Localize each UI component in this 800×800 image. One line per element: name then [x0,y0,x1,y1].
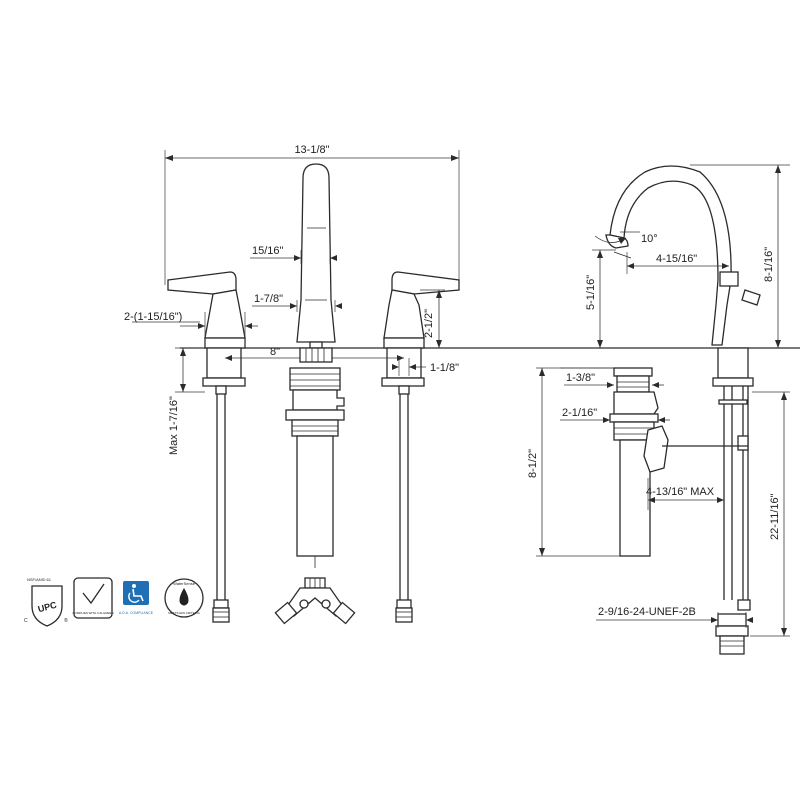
certification-badges: NSF/ANSI 61 UPC C ® COMPLIES WITH CALGRE… [24,577,204,627]
below-deck-label: 22-11/16" [769,493,781,540]
shank-diameter-label: 1-1/8" [430,362,459,374]
spout-reach-dimension: 4-15/16" [626,252,729,274]
handle-height-dimension: 2-1/2" [420,289,445,348]
handle-spread-dimension: 2-(1-15/16") [124,311,258,345]
drain-assembly [609,367,748,557]
left-handle [167,271,246,395]
spout-angle-label: 10° [641,233,658,245]
upc-r-mark: ® [64,617,68,624]
right-supply-line [395,394,413,623]
handle-height-label: 2-1/2" [423,309,435,338]
overall-width-dimension: 13-1/8" [164,144,460,290]
side-view: 8-1/16" 5-1/16" 10° 4-15/16" [527,164,790,655]
drain-flange-label: 1-3/8" [566,372,595,384]
drain-body-label: 2-1/16" [562,407,597,419]
calgreen-badge: COMPLIES WITH CALGREEN [72,577,114,619]
watersense-caption: MEETS EPA CRITERIA [168,611,200,615]
ada-caption: A.D.A. COMPLIANCE [119,611,154,615]
ada-badge: A.D.A. COMPLIANCE [119,581,154,615]
gooseneck-spout [605,165,761,387]
shank-diameter-dimension: 1-1/8" [392,358,459,376]
drain-max-label: 4-13/16" MAX [646,486,715,498]
thread-spec-dimension: 2-9/16-24-UNEF-2B [596,606,753,628]
max-thickness-dimension: Max 1-7/16" [168,347,205,455]
front-view: 13-1/8" 15/16" 1-7/8" [124,144,800,625]
left-supply-line [212,394,230,623]
thread-spec-label: 2-9/16-24-UNEF-2B [598,606,696,618]
center-spread-label: 8" [270,346,280,358]
overall-height-label: 8-1/16" [763,247,775,282]
side-shank [715,386,751,655]
overall-width-label: 13-1/8" [294,144,329,156]
spout-height-dimension: 5-1/16" [585,249,616,348]
upc-badge: NSF/ANSI 61 UPC C ® [24,577,68,627]
spout-reach-label: 4-15/16" [656,253,697,265]
upc-c-mark: C [24,618,28,624]
center-valve-body [285,347,345,568]
drain-flange-dimension: 1-3/8" [560,367,664,388]
watersense-badge: WaterSense MEETS EPA CRITERIA [164,578,204,618]
spout-angle-dimension: 10° [594,231,658,245]
below-deck-dimension: 22-11/16" [750,391,790,637]
tee-connector [274,577,356,625]
spout [296,163,336,349]
drain-length-dimension: 8-1/2" [527,367,620,557]
drain-max-dimension: 4-13/16" MAX [646,478,724,510]
overall-height-dimension: 8-1/16" [690,164,790,348]
spout-base-label: 1-7/8" [254,293,283,305]
handle-spread-label: 2-(1-15/16") [124,311,182,323]
drain-length-label: 8-1/2" [527,449,539,478]
max-thickness-label: Max 1-7/16" [168,396,180,455]
drain-body-dimension: 2-1/16" [560,407,670,423]
spout-base-dimension: 1-7/8" [252,293,342,312]
nsf-label: NSF/ANSI 61 [27,577,52,582]
spout-diameter-dimension: 15/16" [250,245,337,264]
upc-letters: UPC [37,600,58,615]
spout-diameter-label: 15/16" [252,245,284,257]
watersense-label: WaterSense [173,581,196,586]
right-handle [381,271,460,395]
calgreen-caption: COMPLIES WITH CALGREEN [72,611,113,615]
spout-height-label: 5-1/16" [585,275,597,310]
